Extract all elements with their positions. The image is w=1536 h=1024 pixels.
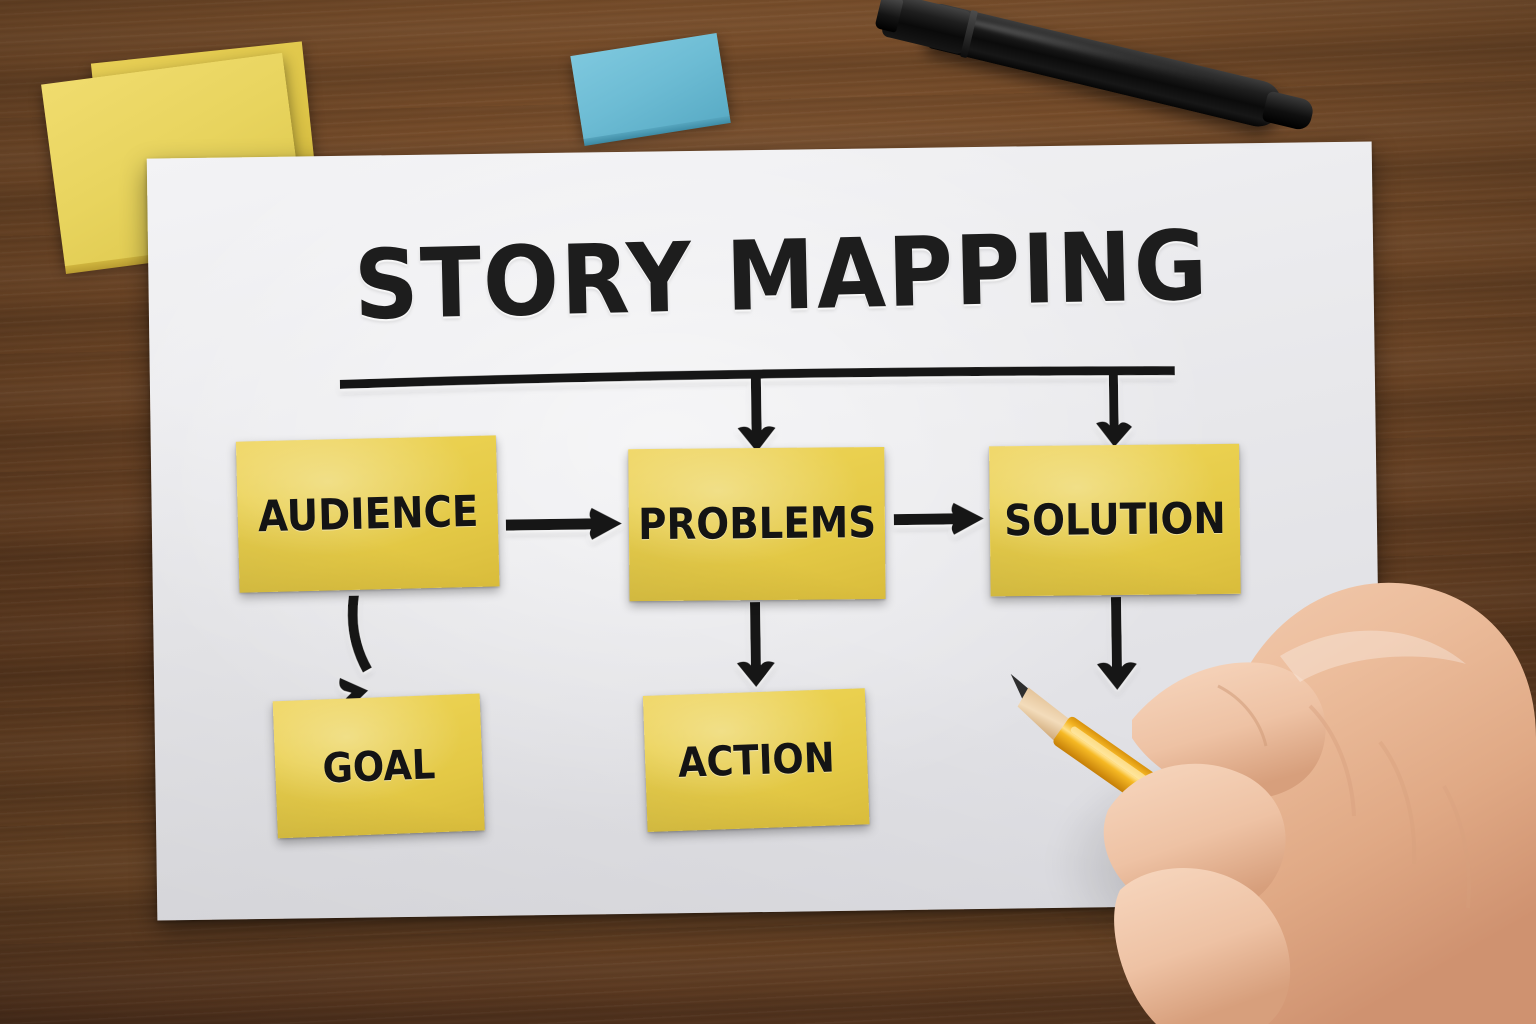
thumb [1114, 867, 1291, 1024]
sticky-note-label: AUDIENCE [256, 486, 479, 542]
marker-tip [1261, 90, 1316, 132]
arrow-problems-to-action [749, 602, 761, 673]
hand-holding-pencil[interactable] [980, 560, 1536, 1024]
sticky-note-action[interactable]: ACTION [642, 688, 870, 832]
arrow-rule-to-solution [1108, 369, 1119, 434]
arrowhead-problems-to-solution [951, 502, 984, 535]
hand-highlight [1280, 630, 1466, 682]
title-divider-rule [339, 366, 1175, 389]
sticky-note-audience[interactable]: AUDIENCE [235, 435, 500, 593]
sticky-note-problems[interactable]: PROBLEMS [628, 446, 886, 602]
arrow-audience-to-problems [505, 518, 601, 531]
pencil-wood-cone [1017, 687, 1071, 741]
sticky-note-label: ACTION [677, 733, 836, 787]
sticky-note-label: PROBLEMS [637, 498, 877, 551]
hand[interactable] [1103, 582, 1536, 1024]
index-knuckle-crease [1217, 684, 1268, 747]
arrowhead-audience-to-problems [589, 507, 622, 540]
sticky-note-label: GOAL [321, 739, 436, 793]
arrow-rule-to-problems [750, 376, 762, 439]
knuckle-shading [1308, 704, 1356, 817]
knuckle-shading-2 [1378, 740, 1417, 865]
arrowhead-action [736, 661, 775, 688]
sticky-note-goal[interactable]: GOAL [272, 693, 485, 839]
arrowhead-solution-top [1096, 421, 1133, 448]
knuckle-shading-3 [1442, 785, 1471, 909]
arrow-audience-to-goal [347, 595, 372, 673]
sticky-note-label: SOLUTION [1003, 493, 1226, 547]
page-title: STORY MAPPING [352, 209, 1211, 342]
arrow-problems-to-solution [893, 513, 964, 526]
